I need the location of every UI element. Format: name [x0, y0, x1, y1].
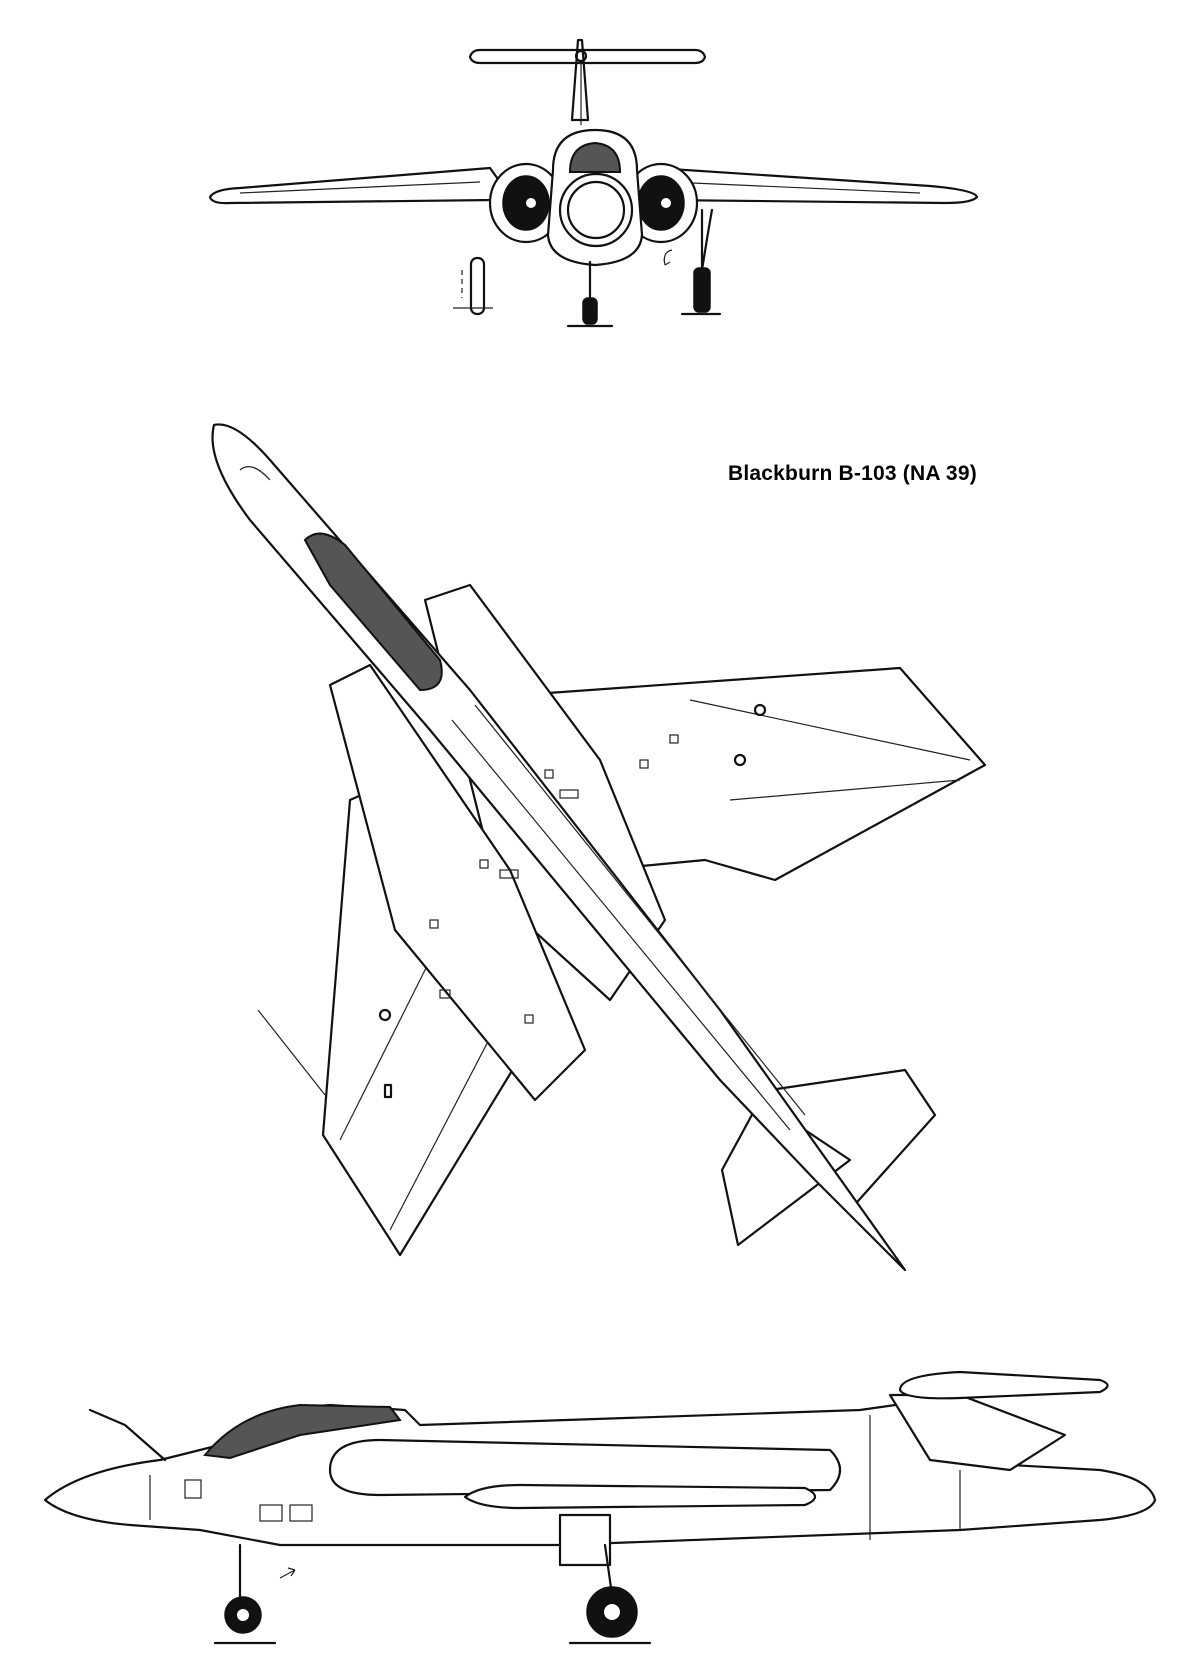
front-view	[208, 38, 979, 328]
drawing-title: Blackburn B-103 (NA 39)	[728, 462, 977, 485]
side-view	[43, 1370, 1157, 1645]
plan-view	[211, 423, 987, 1272]
